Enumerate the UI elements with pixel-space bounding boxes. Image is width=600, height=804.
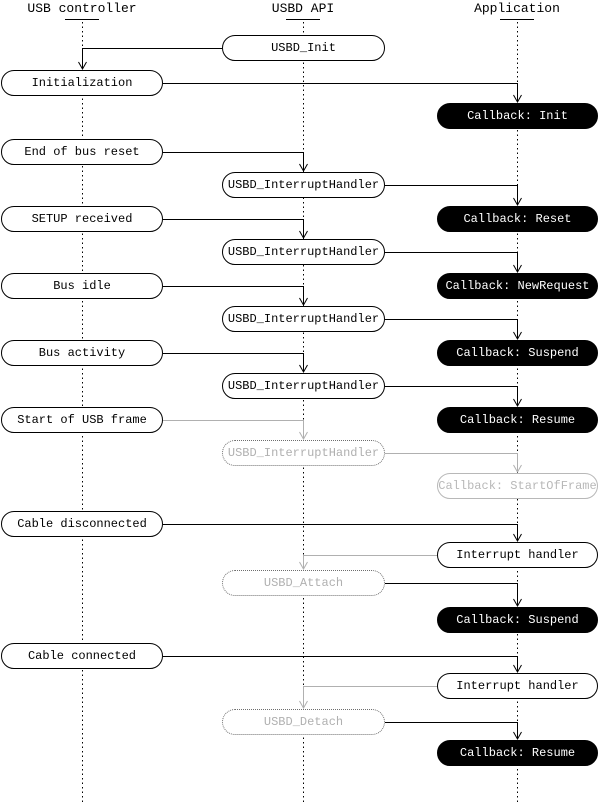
connector-layer xyxy=(78,22,522,804)
